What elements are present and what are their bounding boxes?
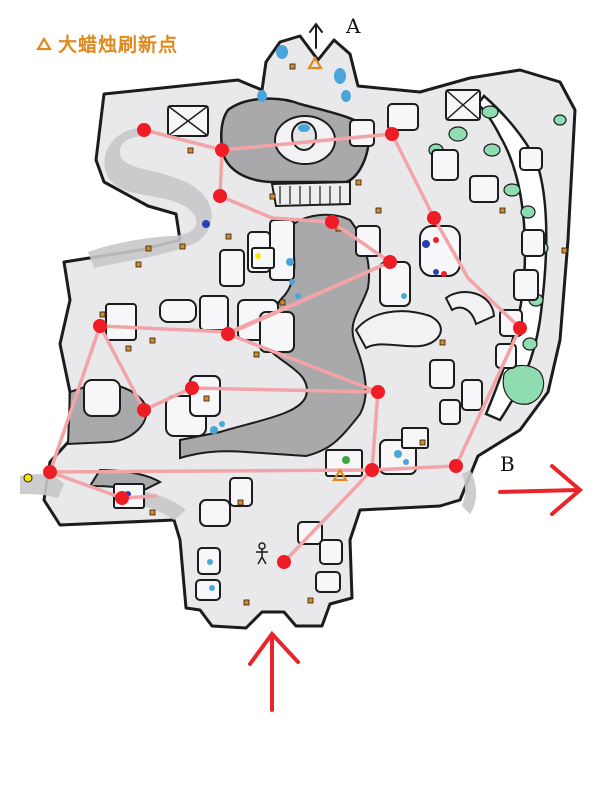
- shell-structure: [354, 291, 496, 350]
- water-details: [207, 45, 409, 591]
- player-icon: [256, 542, 268, 565]
- triangle-icon: [36, 36, 52, 50]
- exit-arrows: [248, 22, 584, 712]
- spirit-markers: [23, 220, 447, 497]
- legend-label: 大蜡烛刷新点: [58, 34, 179, 56]
- central-plaza: [220, 97, 371, 208]
- route-dots: [43, 123, 527, 569]
- big-candle-markers: [307, 55, 348, 482]
- exit-label-a: A: [346, 14, 361, 38]
- legend: 大蜡烛刷新点: [36, 30, 178, 57]
- exit-label-b: B: [500, 452, 515, 476]
